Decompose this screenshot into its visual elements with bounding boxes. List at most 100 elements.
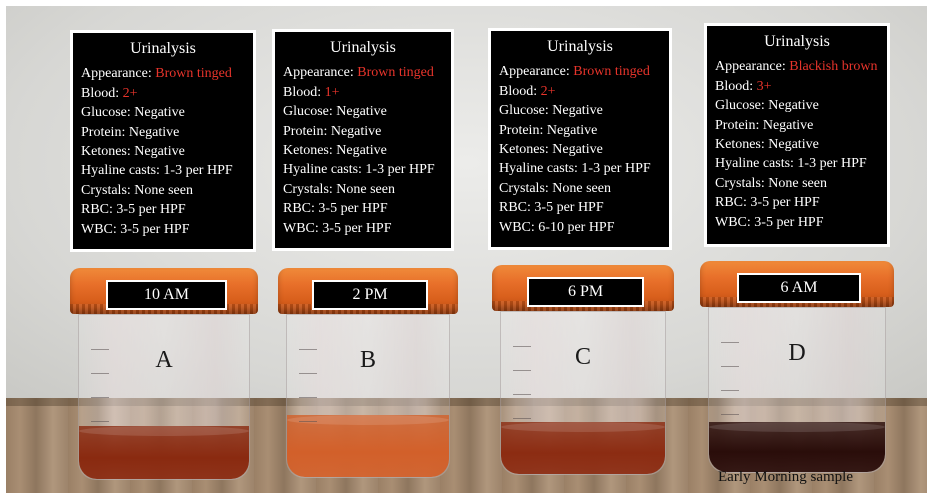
report-row-label: Ketones: <box>715 137 769 153</box>
report-row-label: Crystals: <box>715 175 769 191</box>
graduation-mark <box>91 349 109 350</box>
sample-cup-a: A 10 AM <box>70 268 258 480</box>
report-row-value: None seen <box>336 181 395 197</box>
report-row-label: Blood: <box>715 78 757 94</box>
report-row-label: Glucose: <box>499 103 553 119</box>
report-row: Blood: 3+ <box>715 77 879 96</box>
report-row-value: Brown tinged <box>357 65 434 81</box>
report-row-value: Negative <box>330 123 382 139</box>
report-row-value: Negative <box>128 124 180 140</box>
urine-sample <box>287 415 449 477</box>
report-row-label: Ketones: <box>283 143 337 159</box>
cup-letter: A <box>155 347 173 373</box>
report-row-label: Protein: <box>81 124 129 140</box>
graduation-mark <box>299 373 317 374</box>
report-row: WBC: 3-5 per HPF <box>81 220 245 239</box>
time-label: 10 AM <box>106 280 227 310</box>
report-row-label: Ketones: <box>499 142 553 158</box>
report-row: RBC: 3-5 per HPF <box>715 193 879 212</box>
report-row-label: Protein: <box>499 122 547 138</box>
report-row-value: 3-5 per HPF <box>116 202 186 218</box>
report-row: Glucose: Negative <box>499 101 661 120</box>
report-row-label: Blood: <box>283 84 325 100</box>
report-row-value: Negative <box>552 142 603 158</box>
report-row: Appearance: Brown tinged <box>499 62 661 81</box>
graduation-mark <box>91 373 109 374</box>
report-row: WBC: 3-5 per HPF <box>283 219 443 238</box>
report-row-value: 3-5 per HPF <box>534 200 604 216</box>
report-row-label: RBC: <box>715 195 751 211</box>
report-row-label: RBC: <box>283 201 319 217</box>
cup-letter: D <box>788 340 806 366</box>
report-row-value: 3-5 per HPF <box>120 221 190 237</box>
report-row-value: 3-5 per HPF <box>754 214 824 230</box>
report-row: RBC: 3-5 per HPF <box>283 199 443 218</box>
time-label: 2 PM <box>312 280 428 310</box>
graduation-mark <box>513 418 531 419</box>
graduation-mark <box>299 397 317 398</box>
time-label: 6 AM <box>737 273 861 303</box>
report-row-label: Glucose: <box>715 98 769 114</box>
urine-sample <box>79 426 249 479</box>
report-row-label: Hyaline casts: <box>81 163 164 179</box>
graduation-mark <box>721 342 739 343</box>
report-title: Urinalysis <box>130 40 196 57</box>
report-row-label: Appearance: <box>283 65 358 81</box>
report-row-label: Hyaline casts: <box>499 161 582 177</box>
report-row: Appearance: Brown tinged <box>81 64 245 83</box>
sample-cup-b: B 2 PM <box>278 268 458 478</box>
report-row-label: RBC: <box>499 200 535 216</box>
report-row-value: 3-5 per HPF <box>318 201 388 217</box>
cup-body: B <box>286 314 450 478</box>
report-title: Urinalysis <box>547 38 613 55</box>
cup-letter: B <box>359 347 376 373</box>
report-row: Hyaline casts: 1-3 per HPF <box>81 161 245 180</box>
report-row: Crystals: None seen <box>715 174 879 193</box>
report-row-value: Negative <box>768 98 819 114</box>
report-row-value: None seen <box>134 182 193 198</box>
report-row-label: Blood: <box>81 85 123 101</box>
report-row: Glucose: Negative <box>715 96 879 115</box>
report-row-value: 1-3 per HPF <box>797 156 867 172</box>
graduation-mark <box>721 390 739 391</box>
report-row: Blood: 2+ <box>81 84 245 103</box>
report-row: Glucose: Negative <box>81 103 245 122</box>
report-row-value: Blackish brown <box>789 59 878 75</box>
report-row-label: Hyaline casts: <box>283 162 366 178</box>
report-row-value: Negative <box>546 122 598 138</box>
report-row-label: Protein: <box>715 117 763 133</box>
report-row-value: Negative <box>768 137 819 153</box>
time-label: 6 PM <box>527 277 644 307</box>
report-row: Hyaline casts: 1-3 per HPF <box>283 160 443 179</box>
report-row-value: 2+ <box>122 85 138 101</box>
report-title: Urinalysis <box>330 39 396 56</box>
report-row-value: Negative <box>336 104 387 120</box>
report-row-value: 1-3 per HPF <box>365 162 435 178</box>
report-row-value: 1-3 per HPF <box>581 161 651 177</box>
report-row: Ketones: Negative <box>499 140 661 159</box>
graduation-mark <box>513 394 531 395</box>
report-row-value: None seen <box>768 175 827 191</box>
graduation-mark <box>721 414 739 415</box>
report-row-value: Negative <box>134 105 185 121</box>
report-row: Blood: 1+ <box>283 83 443 102</box>
report-row-label: Ketones: <box>81 144 135 160</box>
report-row: Crystals: None seen <box>81 181 245 200</box>
report-row: Ketones: Negative <box>81 142 245 161</box>
report-row-value: 1+ <box>324 84 340 100</box>
urine-sample <box>501 422 665 474</box>
report-row: Ketones: Negative <box>715 135 879 154</box>
report-row-label: Protein: <box>283 123 331 139</box>
report-row: Protein: Negative <box>283 122 443 141</box>
cup-body: C <box>500 311 666 475</box>
report-row-label: Blood: <box>499 83 541 99</box>
report-row-label: WBC: <box>499 219 539 235</box>
report-row-label: Appearance: <box>499 64 574 80</box>
early-morning-sample-caption: Early Morning sample <box>718 469 853 485</box>
report-row-label: WBC: <box>283 220 323 236</box>
report-row: Glucose: Negative <box>283 102 443 121</box>
report-row-label: Hyaline casts: <box>715 156 798 172</box>
